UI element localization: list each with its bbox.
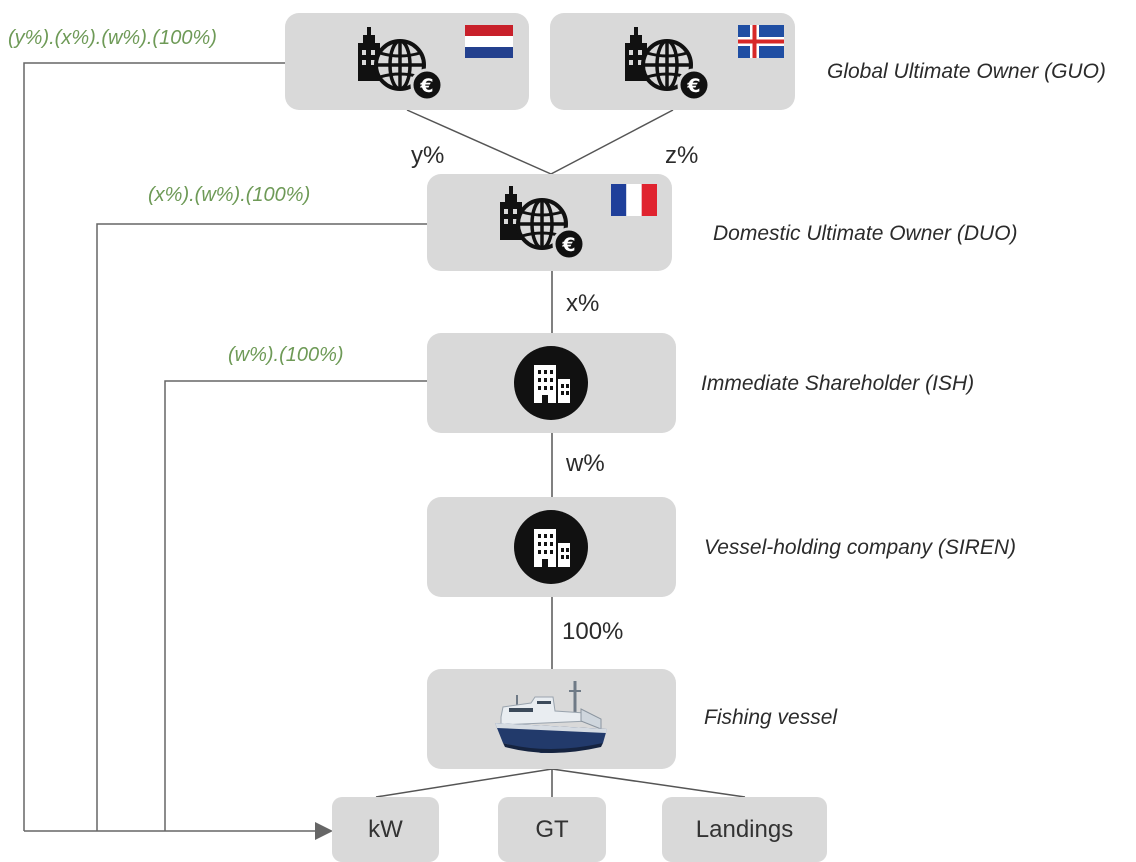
- duo-label: Domestic Ultimate Owner (DUO): [713, 222, 1018, 245]
- ish-label: Immediate Shareholder (ISH): [701, 372, 975, 395]
- guo-box-netherlands: €: [285, 13, 529, 110]
- siren-share: 100%: [562, 618, 624, 645]
- attr-path-guo: [23, 62, 285, 831]
- vessel-box: [427, 669, 676, 769]
- city-globe-euro-icon: €: [358, 27, 444, 102]
- guo-attribution: (y%).(x%).(w%).(100%): [8, 27, 217, 49]
- duo-share: x%: [566, 290, 600, 317]
- netherlands-flag-icon: [465, 25, 513, 58]
- svg-text:€: €: [419, 75, 433, 97]
- svg-text:€: €: [686, 75, 700, 97]
- fishing-vessel-icon: [495, 681, 607, 753]
- output-kw-label: kW: [368, 815, 403, 843]
- attr-path-ish: [164, 380, 427, 831]
- ish-share: w%: [566, 450, 605, 477]
- output-gt-label: GT: [535, 815, 569, 843]
- guo-right-share: z%: [665, 142, 699, 169]
- duo-box: €: [427, 174, 672, 271]
- edge-guo-right-duo: [550, 109, 674, 175]
- siren-box: [427, 497, 676, 597]
- siren-label: Vessel-holding company (SIREN): [704, 536, 1017, 559]
- output-landings: Landings: [662, 797, 827, 862]
- city-globe-euro-icon: €: [625, 27, 711, 102]
- ish-attribution: (w%).(100%): [228, 344, 344, 366]
- duo-attribution: (x%).(w%).(100%): [148, 184, 311, 206]
- output-landings-label: Landings: [695, 815, 794, 843]
- vessel-label: Fishing vessel: [704, 706, 838, 729]
- output-kw: kW: [332, 797, 439, 862]
- city-globe-euro-icon: €: [500, 186, 586, 261]
- edge-guo-left-duo: [406, 109, 552, 175]
- guo-label: Global Ultimate Owner (GUO): [827, 60, 1106, 83]
- ish-box: [427, 333, 676, 433]
- attr-path-duo: [96, 223, 427, 831]
- svg-text:€: €: [561, 234, 575, 256]
- edge-vessel-kw: [375, 768, 553, 798]
- office-building-icon: [514, 346, 588, 420]
- output-gt: GT: [498, 797, 606, 862]
- edge-vessel-landings: [551, 768, 746, 798]
- guo-left-share: y%: [411, 142, 445, 169]
- office-building-icon: [514, 510, 588, 584]
- france-flag-icon: [611, 184, 657, 216]
- iceland-flag-icon: [738, 25, 784, 58]
- guo-box-iceland: €: [550, 13, 795, 110]
